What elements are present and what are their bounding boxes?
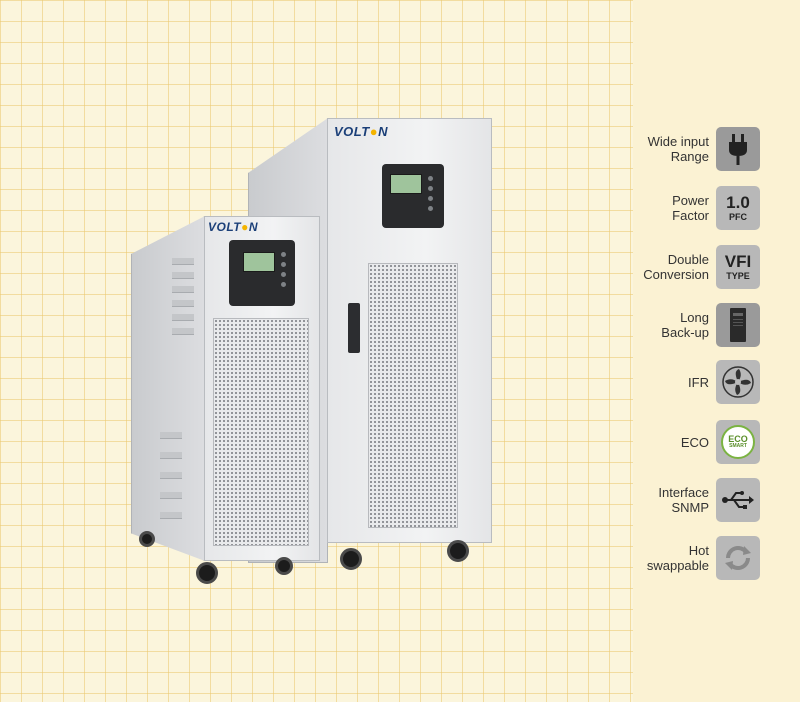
feature-hot-swappable: Hot swappable xyxy=(640,535,760,581)
vfi-subtext: TYPE xyxy=(726,271,750,281)
feature-sidebar xyxy=(633,0,800,702)
ups-small-logo: VOLT●N xyxy=(208,220,259,234)
ups-small-wheel xyxy=(275,557,293,575)
refresh-icon xyxy=(716,536,760,580)
feature-ifr: IFR xyxy=(640,359,760,405)
ups-small-side-panel xyxy=(131,216,205,561)
ups-small-wheel xyxy=(139,531,155,547)
eco-icon-text: ECO xyxy=(728,434,748,444)
feature-label: Hot swappable xyxy=(646,543,709,573)
usb-icon xyxy=(716,478,760,522)
vfi-icon: VFI TYPE xyxy=(716,245,760,289)
feature-label: Power Factor xyxy=(672,193,709,223)
ups-large-logo: VOLT●N xyxy=(334,124,388,139)
feature-label: IFR xyxy=(688,374,709,390)
fan-icon xyxy=(716,360,760,404)
ups-large-lcd xyxy=(390,174,422,194)
ups-small-control-panel xyxy=(229,240,295,306)
pfc-value: 1.0 xyxy=(726,193,750,212)
feature-double-conversion: Double Conversion VFI TYPE xyxy=(640,244,760,290)
eco-icon-subtext: SMART xyxy=(729,443,747,449)
pfc-subtext: PFC xyxy=(728,212,747,222)
feature-label: Interface SNMP xyxy=(658,485,709,515)
ups-small-wheel xyxy=(196,562,218,584)
vfi-text: VFI xyxy=(724,252,752,271)
ups-large-wheel xyxy=(447,540,469,562)
ups-small-vent-mesh xyxy=(213,318,309,546)
pfc-icon: 1.0 PFC xyxy=(716,186,760,230)
ups-large-wheel xyxy=(340,548,362,570)
feature-wide-input-range: Wide input Range xyxy=(640,126,760,172)
plug-icon xyxy=(716,127,760,171)
ups-large-door-handle xyxy=(348,303,360,353)
feature-label: Long Back-up xyxy=(661,310,709,340)
feature-label: ECO xyxy=(680,434,709,450)
eco-smart-icon: ECO SMART xyxy=(716,420,760,464)
battery-cabinet-icon xyxy=(716,303,760,347)
ups-large-control-panel xyxy=(382,164,444,228)
feature-interface-snmp: Interface SNMP xyxy=(640,477,760,523)
feature-long-back-up: Long Back-up xyxy=(640,302,760,348)
feature-label: Double Conversion xyxy=(643,252,709,282)
ups-large-vent-mesh xyxy=(368,263,458,528)
feature-power-factor: Power Factor 1.0 PFC xyxy=(640,185,760,231)
feature-label: Wide input Range xyxy=(647,134,709,164)
ups-small-lcd xyxy=(243,252,275,272)
feature-eco: ECO ECO SMART xyxy=(640,419,760,465)
